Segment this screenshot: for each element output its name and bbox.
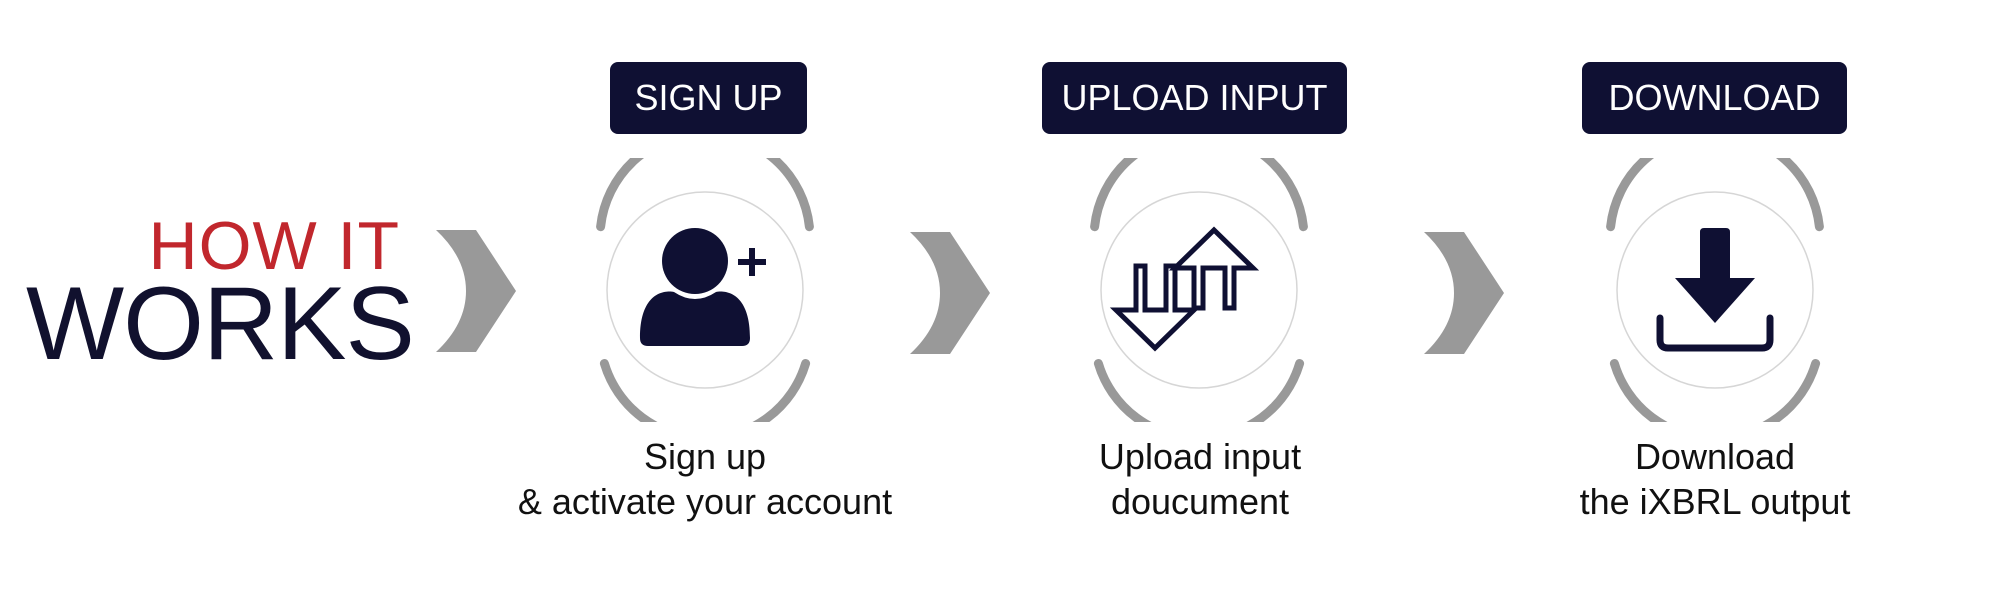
caption-line: Upload input [1098, 436, 1302, 477]
heading-line-how-it: HOW IT [148, 208, 400, 284]
upload-input-caption: Upload input doucument [990, 434, 1410, 524]
caption-line: doucument [1110, 481, 1290, 522]
chevron-arrow-icon [436, 230, 516, 352]
upload-input-badge: UPLOAD INPUT [1042, 62, 1347, 134]
caption-line: Download [1634, 436, 1796, 477]
sign-up-badge: SIGN UP [610, 62, 807, 134]
chevron-arrow-icon [910, 232, 990, 354]
step-download: DOWNLOAD Download the iXBRL output [1505, 0, 1925, 600]
up-down-arrows-icon [1090, 158, 1308, 422]
step-upload-input: UPLOAD INPUT Upload input doucument [990, 0, 1410, 600]
download-caption: Download the iXBRL output [1505, 434, 1925, 524]
step-sign-up: SIGN UP Sign up & activate your account [495, 0, 915, 600]
heading-line-works: WORKS [26, 266, 415, 382]
download-icon [1606, 158, 1824, 422]
how-it-works-heading: HOW IT WORKS [0, 0, 415, 600]
chevron-arrow-icon [1424, 232, 1504, 354]
caption-line: & activate your account [517, 481, 893, 522]
add-user-icon [596, 158, 814, 422]
caption-line: Sign up [643, 436, 767, 477]
caption-line: the iXBRL output [1579, 481, 1851, 522]
sign-up-caption: Sign up & activate your account [495, 434, 915, 524]
download-badge: DOWNLOAD [1582, 62, 1847, 134]
